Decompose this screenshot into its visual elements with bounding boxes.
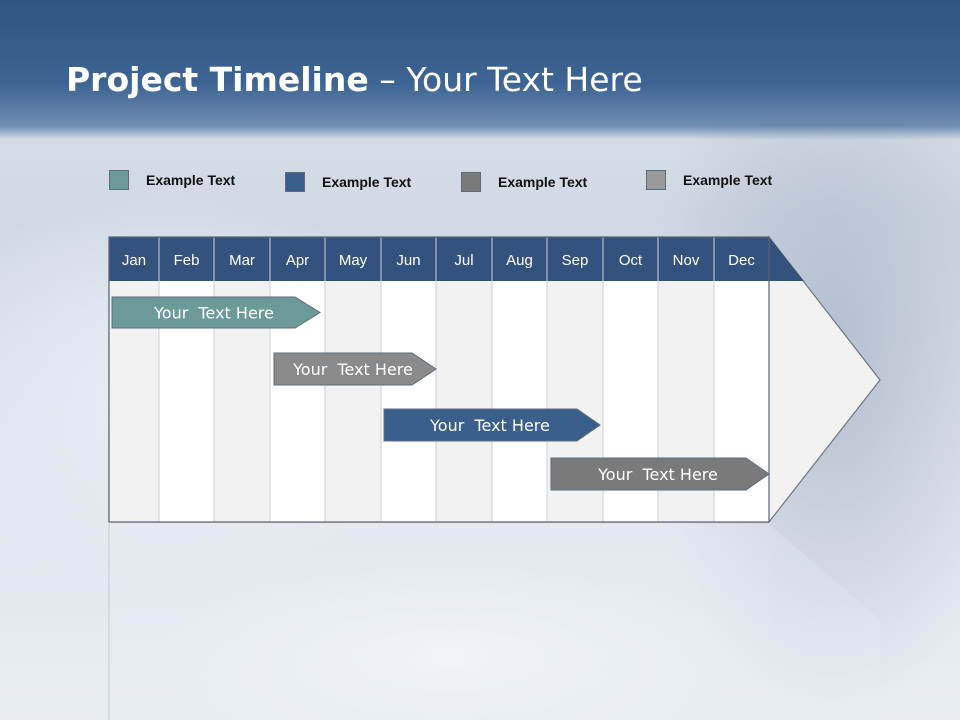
task-bar-1: [111, 296, 321, 329]
month-column-aug: [492, 281, 547, 522]
task-bar-4: [550, 457, 770, 491]
task-label-2: Your Text Here: [292, 360, 413, 379]
month-label-feb: Feb: [174, 252, 200, 269]
month-label-sep: Sep: [562, 252, 589, 269]
month-header-band: [109, 237, 804, 281]
month-column-jul: [436, 281, 492, 522]
reflection-arrow: [769, 524, 880, 720]
month-labels: Jan Feb Mar Apr May Jun Jul Aug Sep Oct Nov Dec: [122, 252, 755, 269]
legend-label-1: Example Text: [146, 172, 236, 188]
month-label-jul: Jul: [454, 252, 473, 269]
header-band: [0, 0, 960, 140]
month-label-jan: Jan: [122, 252, 146, 269]
task-label-1: Your Text Here: [153, 304, 274, 323]
chart-border: [108, 236, 770, 523]
title-bold: Project Timeline: [66, 60, 369, 99]
task-label-4: Your Text Here: [597, 465, 718, 484]
month-label-dec: Dec: [728, 252, 755, 269]
legend-swatch-1: [109, 170, 129, 190]
month-label-may: May: [339, 252, 368, 269]
legend-swatch-4: [646, 170, 666, 190]
month-label-oct: Oct: [619, 252, 643, 269]
legend-label-3: Example Text: [498, 174, 588, 190]
page-title: Project Timeline – Your Text Here: [66, 60, 643, 99]
legend-swatch-3: [461, 172, 481, 192]
month-column-may: [325, 281, 381, 522]
legend-swatch-2: [285, 172, 305, 192]
background-light-area-bottom: [150, 560, 750, 720]
month-label-aug: Aug: [506, 252, 533, 269]
task-label-3: Your Text Here: [429, 416, 550, 435]
month-label-nov: Nov: [673, 252, 700, 269]
month-column-jun: [381, 281, 436, 522]
month-label-jun: Jun: [396, 252, 420, 269]
chart-reflection: [109, 524, 769, 720]
month-label-apr: Apr: [286, 252, 309, 269]
month-label-mar: Mar: [229, 252, 255, 269]
legend-label-4: Example Text: [683, 172, 773, 188]
task-bar-3: [383, 408, 601, 442]
task-bar-2: [273, 352, 437, 386]
legend-label-2: Example Text: [322, 174, 412, 190]
title-rest: – Your Text Here: [368, 60, 643, 99]
